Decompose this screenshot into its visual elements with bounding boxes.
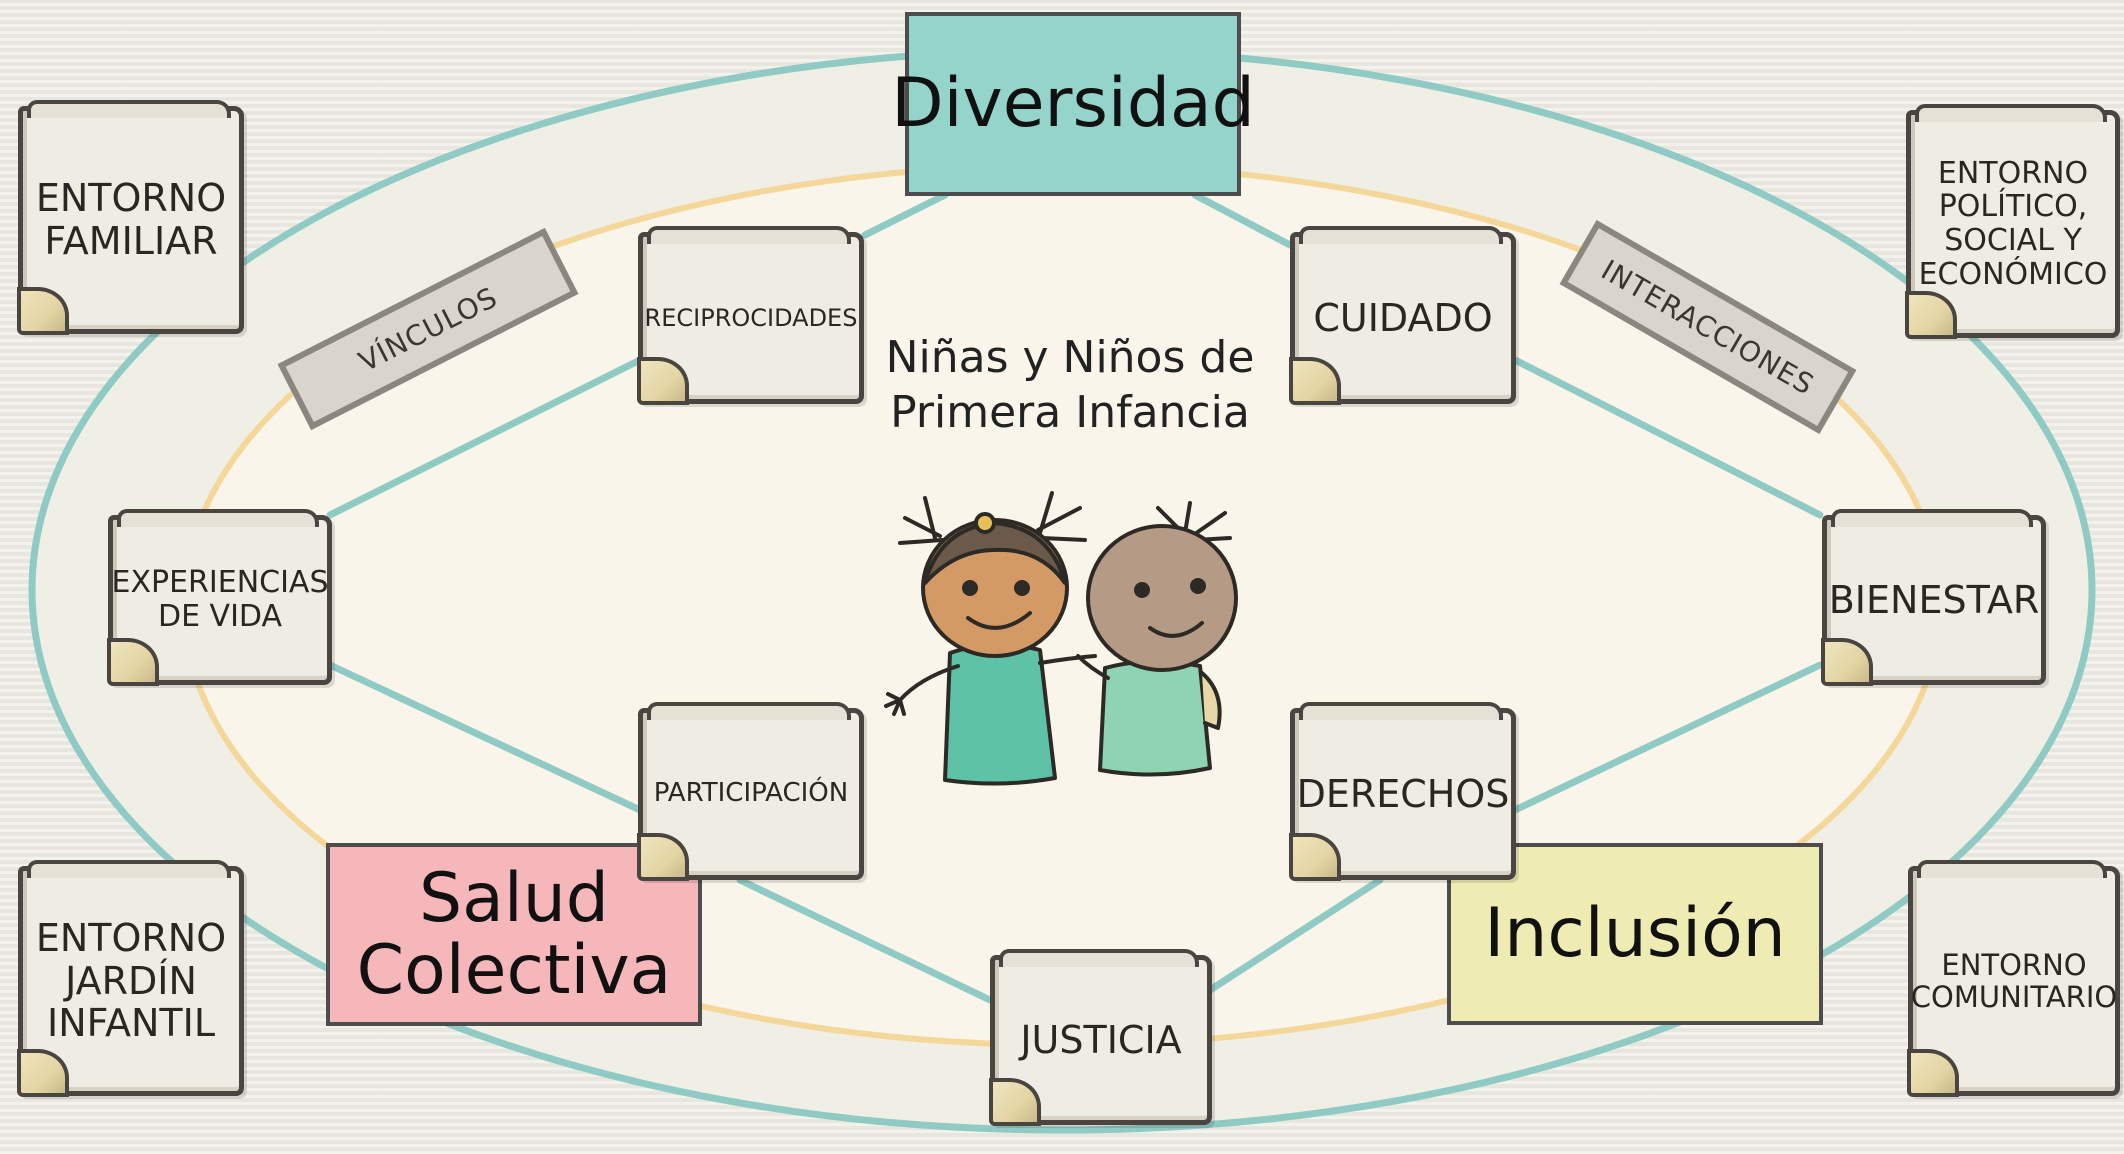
entorno-politico-label: ENTORNO POLÍTICO, SOCIAL Y ECONÓMICO bbox=[1918, 155, 2108, 292]
center-title: Niñas y Niños de Primera Infancia bbox=[885, 332, 1255, 438]
participacion-note: PARTICIPACIÓN bbox=[637, 702, 864, 881]
child-boy bbox=[1076, 501, 1238, 777]
entorno-familiar-note: ENTORNO FAMILIAR bbox=[17, 100, 244, 335]
salud-colectiva-label: Salud Colectiva bbox=[356, 859, 672, 1010]
diversidad-label: Diversidad bbox=[891, 64, 1255, 144]
derechos-note: DERECHOS bbox=[1289, 702, 1516, 881]
child-girl bbox=[884, 491, 1097, 786]
entorno-jardin-label: ENTORNO JARDÍN INFANTIL bbox=[35, 916, 227, 1046]
diversidad-box: Diversidad bbox=[891, 12, 1255, 196]
reciprocidades-note: RECIPROCIDADES bbox=[637, 226, 864, 405]
inclusion-label: Inclusión bbox=[1484, 894, 1786, 974]
entorno-comunitario-label: ENTORNO COMUNITARIO bbox=[1910, 947, 2118, 1014]
reciprocidades-label: RECIPROCIDADES bbox=[644, 303, 858, 332]
entorno-politico-note: ENTORNO POLÍTICO, SOCIAL Y ECONÓMICO bbox=[1905, 104, 2120, 339]
bienestar-label: BIENESTAR bbox=[1828, 577, 2040, 622]
bienestar-note: BIENESTAR bbox=[1821, 509, 2046, 686]
derechos-label: DERECHOS bbox=[1296, 771, 1510, 816]
cuidado-note: CUIDADO bbox=[1289, 226, 1516, 405]
participacion-label: PARTICIPACIÓN bbox=[653, 778, 849, 809]
justicia-label: JUSTICIA bbox=[1020, 1017, 1182, 1062]
justicia-note: JUSTICIA bbox=[989, 949, 1212, 1126]
children-illustration bbox=[884, 491, 1238, 786]
entorno-comunitario-note: ENTORNO COMUNITARIO bbox=[1907, 860, 2120, 1097]
entorno-familiar-label: ENTORNO FAMILIAR bbox=[35, 176, 227, 263]
experiencias-de-vida-note: EXPERIENCIAS DE VIDA bbox=[107, 509, 332, 686]
experiencias-de-vida-label: EXPERIENCIAS DE VIDA bbox=[111, 565, 329, 634]
cuidado-label: CUIDADO bbox=[1313, 295, 1493, 340]
entorno-jardin-note: ENTORNO JARDÍN INFANTIL bbox=[17, 860, 244, 1097]
connector-lines bbox=[326, 191, 1824, 1004]
